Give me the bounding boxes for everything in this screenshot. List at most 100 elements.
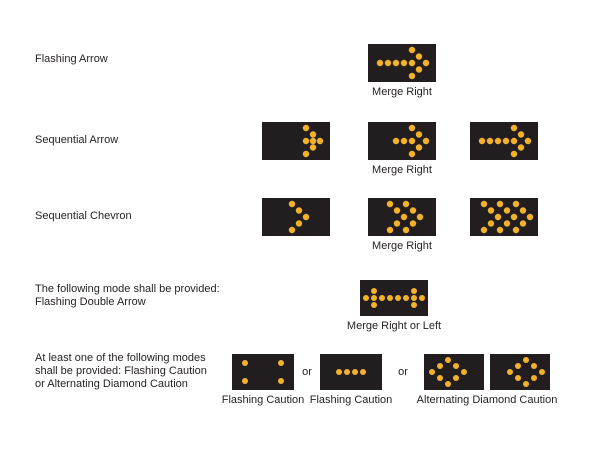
lamp-dot: [531, 375, 537, 381]
lamp-dot: [487, 220, 495, 227]
panel-caption-1: Merge Right: [372, 164, 432, 176]
or-separator-1: or: [398, 366, 408, 378]
panel-diamond-right: [490, 354, 550, 390]
lamp-dot: [302, 213, 310, 221]
panel-arrow-head: [262, 122, 330, 160]
lamp-dot: [486, 137, 494, 145]
lamp-dot: [496, 200, 504, 208]
lamp-dot: [302, 150, 310, 158]
lamp-dot: [360, 369, 366, 375]
panel-caption-6: Alternating Diamond Caution: [416, 394, 558, 406]
lamp-dot: [445, 357, 451, 363]
lamp-dot: [400, 137, 408, 145]
lamp-dot: [386, 226, 394, 234]
lamp-dot: [422, 137, 430, 145]
row-label-line: or Alternating Diamond Caution: [35, 378, 188, 390]
panel-caption-4: Flashing Caution: [221, 394, 305, 406]
lamp-dot: [386, 200, 394, 208]
lamp-dot: [411, 288, 417, 294]
lamp-dot: [302, 124, 310, 132]
lamp-dot: [392, 59, 400, 67]
row-label-0: Flashing Arrow: [35, 53, 108, 66]
lamp-dot: [408, 124, 416, 132]
lamp-dot: [316, 137, 324, 145]
lamp-dot: [336, 369, 342, 375]
lamp-dot: [411, 295, 417, 301]
lamp-dot: [402, 200, 410, 208]
row-label-1: Sequential Arrow: [35, 134, 118, 147]
lamp-dot: [352, 369, 358, 375]
lamp-dot: [517, 144, 525, 151]
lamp-dot: [429, 369, 435, 375]
lamp-dot: [461, 369, 467, 375]
lamp-dot: [515, 375, 521, 381]
lamp-dot: [392, 137, 400, 145]
lamp-dot: [309, 144, 317, 151]
row-label-line: Sequential Arrow: [35, 134, 119, 146]
panel-caption-3: Merge Right or Left: [346, 320, 442, 332]
lamp-dot: [510, 213, 518, 221]
row-label-2: Sequential Chevron: [35, 210, 132, 223]
lamp-dot: [384, 59, 392, 67]
row-label-line: Flashing Arrow: [35, 53, 108, 65]
lamp-dot: [344, 369, 350, 375]
lamp-dot: [302, 137, 310, 145]
lamp-dot: [363, 295, 369, 301]
lamp-dot: [415, 53, 423, 60]
lamp-dot: [437, 363, 443, 369]
lamp-dot: [494, 213, 502, 221]
lamp-dot: [400, 213, 408, 221]
lamp-dot: [510, 137, 518, 145]
lamp-dot: [539, 369, 545, 375]
row-label-line: Flashing Double Arrow: [35, 296, 146, 308]
lamp-dot: [512, 226, 520, 234]
panel-background: [232, 354, 294, 390]
lamp-dot: [453, 375, 459, 381]
lamp-dot: [502, 137, 510, 145]
or-separator-0: or: [302, 366, 312, 378]
panel-arrow-half: [368, 122, 436, 160]
lamp-dot: [309, 131, 317, 138]
lamp-dot: [408, 59, 416, 67]
lamp-dot: [531, 363, 537, 369]
lamp-dot: [478, 137, 486, 145]
lamp-dot: [480, 226, 488, 234]
lamp-dot: [288, 200, 296, 208]
panel-background: [320, 354, 382, 390]
lamp-dot: [295, 220, 303, 227]
lamp-dot: [403, 295, 409, 301]
panel-caution-line: [320, 354, 382, 390]
lamp-dot: [242, 360, 248, 366]
panel-double-arrow: [360, 280, 428, 316]
lamp-dot: [437, 375, 443, 381]
panel-background: [262, 198, 330, 236]
lamp-dot: [376, 59, 384, 67]
lamp-dot: [519, 220, 527, 227]
panel-full-arrow: [368, 44, 436, 82]
lamp-dot: [400, 59, 408, 67]
lamp-dot: [453, 363, 459, 369]
lamp-dot: [512, 200, 520, 208]
lamp-dot: [510, 124, 518, 132]
lamp-dot: [515, 363, 521, 369]
lamp-dot: [487, 207, 495, 214]
panel-chevron-single: [262, 198, 330, 236]
lamp-dot: [409, 207, 417, 214]
lamp-dot: [415, 144, 423, 151]
lamp-dot: [278, 360, 284, 366]
lamp-dot: [408, 72, 416, 80]
panel-chevron-double: [368, 198, 436, 236]
panel-caption-0: Merge Right: [372, 86, 432, 98]
lamp-dot: [517, 131, 525, 138]
lamp-dot: [419, 295, 425, 301]
lamp-dot: [496, 226, 504, 234]
lamp-dot: [524, 137, 532, 145]
row-label-line: At least one of the following modes: [35, 352, 206, 364]
lamp-dot: [494, 137, 502, 145]
panel-caution-corners: [232, 354, 294, 390]
panel-chevron-triple: [470, 198, 538, 236]
lamp-dot: [523, 357, 529, 363]
lamp-dot: [309, 137, 317, 145]
panel-background: [360, 280, 428, 316]
